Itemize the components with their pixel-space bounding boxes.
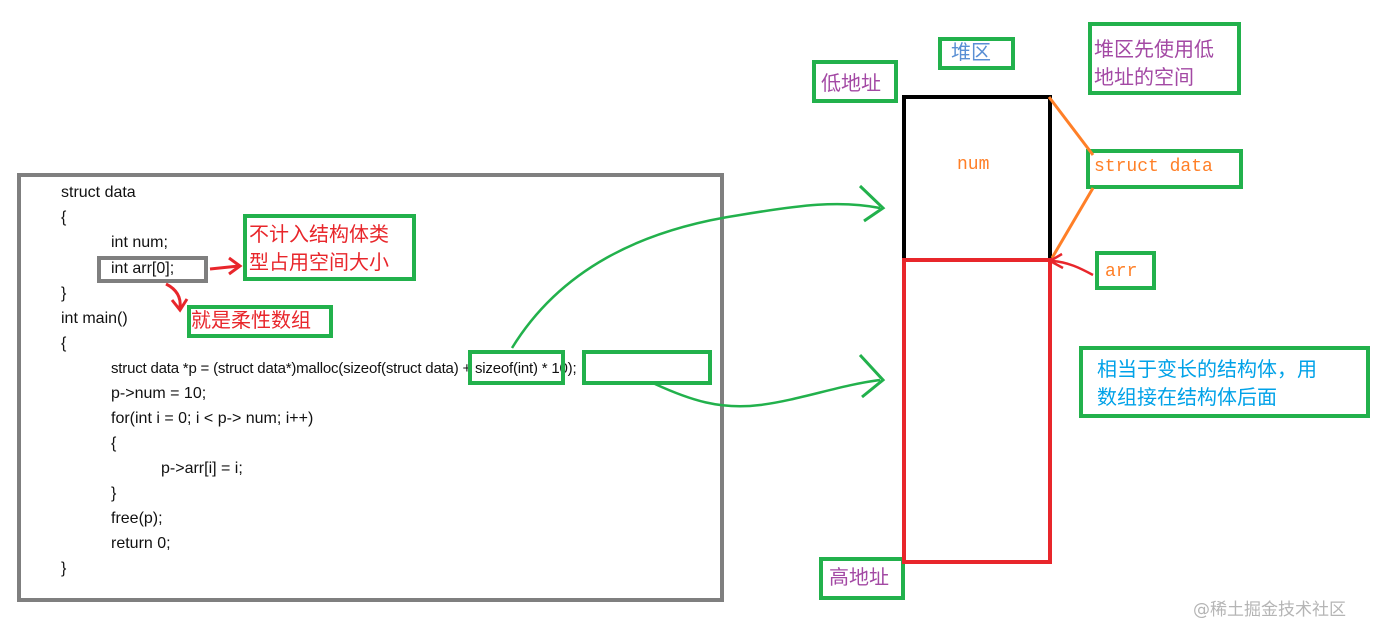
arr-text: arr [1105,262,1138,282]
high-address-text: 高地址 [829,565,889,589]
code-line: p->arr[i] = i; [161,460,243,477]
not-counted-box [243,214,416,281]
array-memory-block [902,258,1052,564]
sizeof-struct-highlight [468,350,565,385]
code-line: } [61,285,67,302]
arr-box [1095,251,1156,290]
code-line: struct data [61,184,136,201]
red-arrow-to-note-head [228,256,243,276]
variable-length-text: 相当于变长的结构体，用 数组接在结构体后面 [1097,357,1317,409]
heap-low-first-text: 堆区先使用低 地址的空间 [1094,37,1214,89]
red-arrow-arr-head [1047,252,1064,270]
green-arrow-array-head [858,353,886,399]
low-address-text: 低地址 [821,71,881,95]
arr-declaration-highlight [97,256,208,283]
num-field-text: num [957,155,990,175]
code-line: } [111,485,117,502]
code-line: } [61,560,67,577]
high-address-box [819,557,905,600]
heap-area-text: 堆区 [951,40,991,64]
code-line: struct data *p = (struct data*)malloc(si… [111,360,577,377]
green-arrow-array [654,378,881,408]
flexible-array-box [187,305,333,338]
code-line: int arr[0]; [111,260,175,277]
code-line: free(p); [111,510,163,527]
code-line: for(int i = 0; i < p-> num; i++) [111,410,314,427]
struct-data-text: struct data [1094,157,1213,177]
red-arrow-arr [1051,259,1094,277]
code-line: { [111,435,117,452]
low-address-box [812,60,898,103]
struct-data-box [1086,149,1243,189]
code-line: p->num = 10; [111,385,207,402]
code-line: int main() [61,310,128,327]
green-arrow-struct-head [858,184,886,223]
code-line: return 0; [111,535,171,552]
sizeof-int-highlight [582,350,712,385]
flexible-array-text: 就是柔性数组 [191,308,311,332]
red-arrow-to-flexible [165,282,182,309]
code-line: { [61,209,67,226]
orange-bracket-top [1047,96,1095,156]
not-counted-text: 不计入结构体类 型占用空间大小 [249,222,389,274]
heap-low-first-box [1088,22,1241,95]
code-frame [17,173,724,602]
orange-bracket-bottom [1050,187,1095,259]
red-arrow-to-flexible-head [170,298,189,313]
watermark: @稀土掘金技术社区 [1193,600,1346,620]
heap-area-box [938,37,1015,70]
variable-length-box [1079,346,1370,418]
code-line: int num; [111,234,168,251]
red-arrow-to-note [209,264,240,271]
code-line: { [61,335,67,352]
green-arrow-struct [510,202,881,349]
